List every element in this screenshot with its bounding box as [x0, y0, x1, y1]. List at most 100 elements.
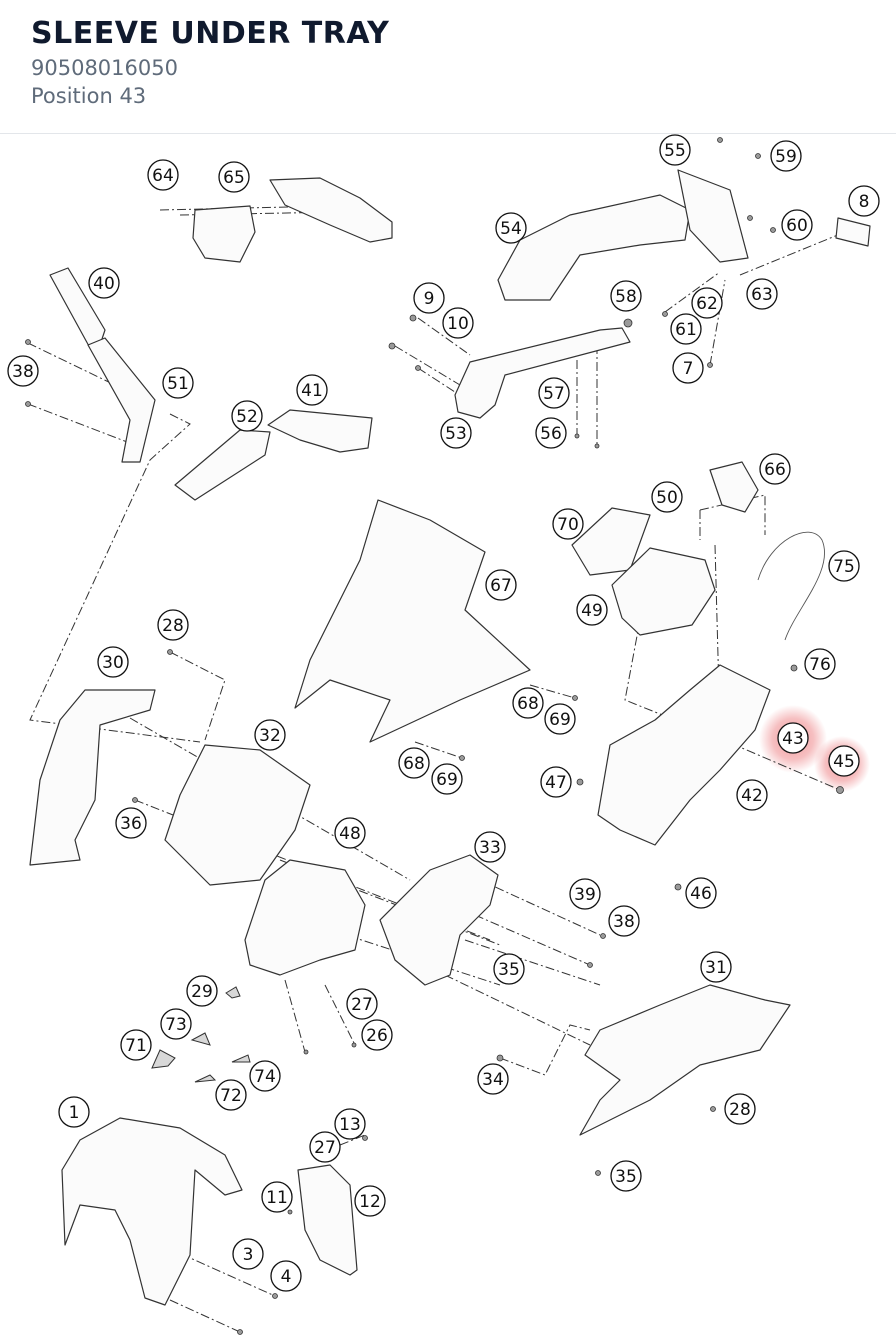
callout-48[interactable]: 48: [334, 817, 366, 849]
callout-42-circle: [736, 779, 768, 811]
callout-45-label: 45: [833, 752, 855, 772]
callout-67[interactable]: 67: [485, 569, 517, 601]
callout-63-circle: [746, 278, 778, 310]
callout-34[interactable]: 34: [477, 1063, 509, 1095]
callout-58-circle: [610, 280, 642, 312]
callout-59-label: 59: [775, 147, 797, 167]
callout-60-circle: [781, 209, 813, 241]
callout-69-b[interactable]: 69: [431, 763, 463, 795]
callout-39[interactable]: 39: [569, 878, 601, 910]
callout-75[interactable]: 75: [828, 550, 860, 582]
callout-10[interactable]: 10: [442, 307, 474, 339]
callout-27-b-circle: [309, 1131, 341, 1163]
callout-64[interactable]: 64: [147, 159, 179, 191]
callout-12[interactable]: 12: [354, 1185, 386, 1217]
callout-69-a[interactable]: 69: [544, 703, 576, 735]
callout-55[interactable]: 55: [659, 134, 691, 166]
callout-72[interactable]: 72: [215, 1079, 247, 1111]
callout-27-b[interactable]: 27: [309, 1131, 341, 1163]
callout-41[interactable]: 41: [296, 374, 328, 406]
callout-52[interactable]: 52: [231, 400, 263, 432]
part-29: [225, 986, 241, 999]
callout-35-b-circle: [610, 1160, 642, 1192]
callout-71-circle: [120, 1029, 152, 1061]
callout-38-a[interactable]: 38: [7, 355, 39, 387]
callout-53[interactable]: 53: [440, 417, 472, 449]
callout-60-label: 60: [786, 216, 808, 236]
callout-42[interactable]: 42: [736, 779, 768, 811]
callout-45[interactable]: 45: [828, 745, 860, 777]
callout-31-circle: [700, 951, 732, 983]
callout-55-label: 55: [664, 141, 686, 161]
part-49: [611, 547, 716, 636]
page-title: SLEEVE UNDER TRAY: [31, 16, 390, 51]
callout-68-b-label: 68: [403, 754, 425, 774]
callout-68-a-label: 68: [517, 694, 539, 714]
callout-32[interactable]: 32: [254, 719, 286, 751]
callout-74[interactable]: 74: [249, 1060, 281, 1092]
callout-61-label: 61: [675, 320, 697, 340]
callout-52-label: 52: [236, 407, 258, 427]
callout-4[interactable]: 4: [270, 1260, 302, 1292]
callout-59[interactable]: 59: [770, 140, 802, 172]
callout-30-label: 30: [102, 653, 124, 673]
callout-61[interactable]: 61: [670, 313, 702, 345]
callout-63[interactable]: 63: [746, 278, 778, 310]
callout-7-label: 7: [683, 359, 694, 379]
callout-57[interactable]: 57: [538, 377, 570, 409]
callout-36[interactable]: 36: [115, 807, 147, 839]
callout-47[interactable]: 47: [540, 766, 572, 798]
callout-7[interactable]: 7: [672, 352, 704, 384]
callout-49[interactable]: 49: [576, 594, 608, 626]
part-66: [709, 461, 759, 513]
callout-68-a[interactable]: 68: [512, 687, 544, 719]
callout-29[interactable]: 29: [186, 975, 218, 1007]
callout-1[interactable]: 1: [58, 1096, 90, 1128]
callout-65[interactable]: 65: [218, 161, 250, 193]
callout-76-circle: [804, 648, 836, 680]
callout-46-circle: [685, 877, 717, 909]
callout-73[interactable]: 73: [160, 1008, 192, 1040]
callout-13-label: 13: [339, 1115, 361, 1135]
callout-33[interactable]: 33: [474, 831, 506, 863]
callout-71[interactable]: 71: [120, 1029, 152, 1061]
callout-35-b-label: 35: [615, 1167, 637, 1187]
callout-68-b[interactable]: 68: [398, 747, 430, 779]
callout-31[interactable]: 31: [700, 951, 732, 983]
callout-43[interactable]: 43: [777, 722, 809, 754]
callout-38-b[interactable]: 38: [608, 905, 640, 937]
callout-62[interactable]: 62: [691, 287, 723, 319]
callout-9[interactable]: 9: [413, 282, 445, 314]
part-number: 90508016050: [31, 56, 178, 80]
callout-40[interactable]: 40: [88, 267, 120, 299]
callout-28-b[interactable]: 28: [724, 1093, 756, 1125]
callout-33-circle: [474, 831, 506, 863]
callout-30[interactable]: 30: [97, 646, 129, 678]
callout-38-b-label: 38: [613, 912, 635, 932]
callout-66[interactable]: 66: [759, 453, 791, 485]
callout-50-circle: [651, 481, 683, 513]
callout-71-label: 71: [125, 1036, 147, 1056]
callout-75-label: 75: [833, 557, 855, 577]
callout-60[interactable]: 60: [781, 209, 813, 241]
callout-50[interactable]: 50: [651, 481, 683, 513]
callout-28-b-label: 28: [729, 1100, 751, 1120]
callout-33-label: 33: [479, 838, 501, 858]
callout-28-a[interactable]: 28: [157, 609, 189, 641]
callout-35-a[interactable]: 35: [493, 953, 525, 985]
callout-58[interactable]: 58: [610, 280, 642, 312]
callout-13[interactable]: 13: [334, 1108, 366, 1140]
callout-26[interactable]: 26: [361, 1019, 393, 1051]
callout-4-circle: [270, 1260, 302, 1292]
callout-35-b[interactable]: 35: [610, 1160, 642, 1192]
callout-27-a[interactable]: 27: [346, 988, 378, 1020]
callout-76[interactable]: 76: [804, 648, 836, 680]
callout-54[interactable]: 54: [495, 212, 527, 244]
callout-70[interactable]: 70: [552, 508, 584, 540]
callout-11[interactable]: 11: [261, 1181, 293, 1213]
callout-8[interactable]: 8: [848, 185, 880, 217]
callout-3[interactable]: 3: [232, 1238, 264, 1270]
callout-46[interactable]: 46: [685, 877, 717, 909]
callout-56[interactable]: 56: [535, 417, 567, 449]
callout-51[interactable]: 51: [162, 367, 194, 399]
